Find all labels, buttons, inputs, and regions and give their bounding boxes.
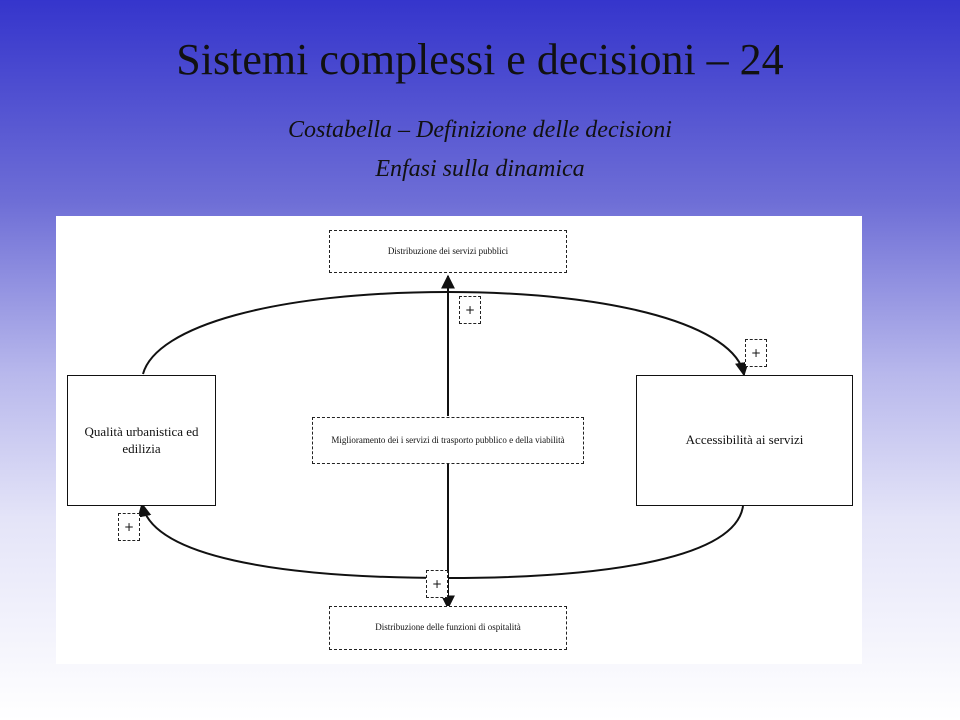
node-label: Distribuzione dei servizi pubblici bbox=[387, 245, 509, 256]
slide-title: Sistemi complessi e decisioni – 24 bbox=[176, 35, 784, 84]
node-label: Accessibilità ai servizi bbox=[685, 432, 804, 448]
polarity-sign-bottom-center: + bbox=[426, 570, 448, 598]
polarity-sign-top-right: + bbox=[745, 339, 767, 367]
node-miglioramento-trasporti: Miglioramento dei i servizi di trasporto… bbox=[312, 417, 584, 464]
node-label: Qualità urbanistica ed edilizia bbox=[84, 423, 199, 456]
slide-subtitle-line-1: Costabella – Definizione delle decisioni bbox=[288, 117, 672, 143]
diagram-connectors bbox=[137, 274, 749, 610]
node-label: Distribuzione delle funzioni di ospitali… bbox=[375, 622, 521, 633]
slide-subtitle-line-2: Enfasi sulla dinamica bbox=[375, 156, 585, 182]
node-distribuzione-funzioni-ospitalita: Distribuzione delle funzioni di ospitali… bbox=[329, 606, 567, 650]
upper-loop-curve bbox=[142, 290, 749, 377]
node-qualita-urbanistica: Qualità urbanistica ed edilizia bbox=[67, 375, 216, 506]
node-label: Miglioramento dei i servizi di trasporto… bbox=[331, 434, 565, 445]
node-distribuzione-servizi-pubblici: Distribuzione dei servizi pubblici bbox=[329, 230, 567, 273]
polarity-sign-bottom-left: + bbox=[118, 513, 140, 541]
lower-loop-curve bbox=[137, 502, 744, 580]
polarity-sign-top-center: + bbox=[459, 296, 481, 324]
node-accessibilita-servizi: Accessibilità ai servizi bbox=[636, 375, 853, 506]
causal-loop-diagram: Distribuzione dei servizi pubblici Quali… bbox=[56, 216, 862, 664]
